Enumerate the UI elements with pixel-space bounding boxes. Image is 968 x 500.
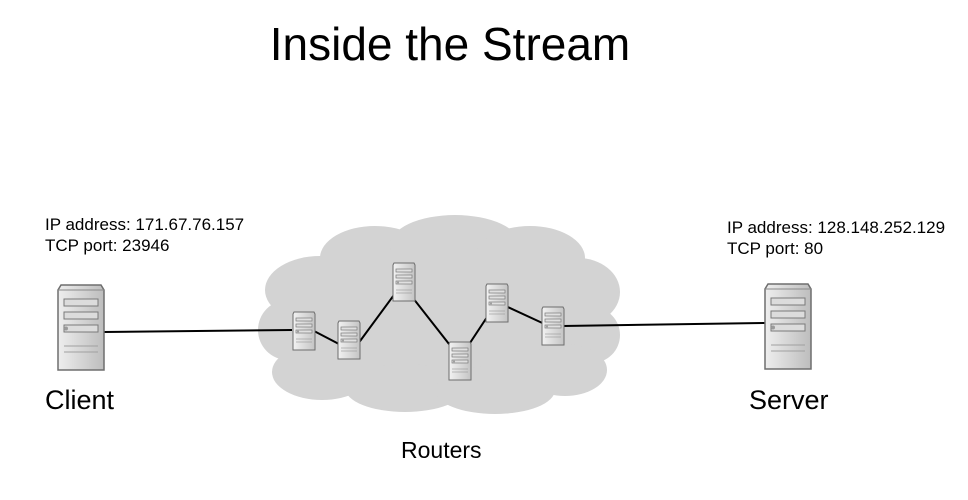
router-icon bbox=[541, 306, 565, 346]
router-icon bbox=[337, 320, 361, 360]
router-icon bbox=[392, 262, 416, 302]
server-label: Server bbox=[749, 385, 829, 415]
client-link bbox=[103, 329, 293, 333]
router-icon bbox=[485, 283, 509, 323]
server-tower-icon bbox=[764, 283, 812, 370]
server-info: IP address: 128.148.252.129 TCP port: 80 bbox=[727, 217, 945, 259]
server-port: TCP port: 80 bbox=[727, 239, 824, 258]
client-label: Client bbox=[45, 385, 115, 415]
server-ip: IP address: 128.148.252.129 bbox=[727, 218, 946, 237]
client-port: TCP port: 23946 bbox=[45, 236, 170, 255]
client-server-icon bbox=[57, 284, 105, 371]
routers-label: Routers bbox=[401, 437, 482, 463]
client-ip: IP address: 171.67.76.157 bbox=[45, 215, 245, 234]
server-link bbox=[562, 322, 766, 327]
client-info: IP address: 171.67.76.157 TCP port: 2394… bbox=[45, 214, 244, 256]
slide-title: Inside the Stream bbox=[269, 18, 631, 70]
router-icon bbox=[292, 311, 316, 351]
router-icon bbox=[448, 341, 472, 381]
